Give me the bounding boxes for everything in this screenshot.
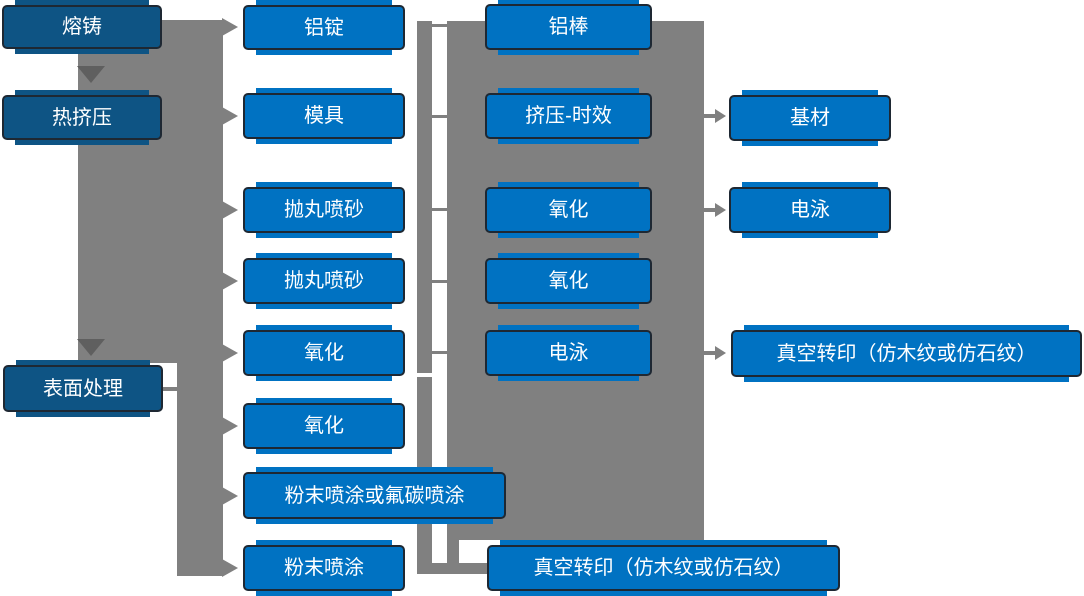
arrow-to-mold [222,107,238,125]
arrow-stub-to-base-material [704,114,715,118]
node-vacuum-transfer-print-2: 真空转印（仿木纹或仿石纹） [487,545,840,591]
arrow-to-shot-blasting-2 [222,272,238,290]
arrow-to-vacuum-transfer [715,346,726,360]
arrow-to-aluminum-ingot [222,18,238,36]
connector-tick-row1 [432,24,449,27]
node-mold: 模具 [243,93,405,139]
arrow-to-base-material [715,109,726,123]
arrow-to-oxidation-1 [222,344,238,362]
arrow-stub-to-vacuum-transfer [704,351,715,355]
node-electrophoresis-col4: 电泳 [729,187,891,233]
connector-tick-row3 [432,208,449,211]
connector-tick-row4 [432,280,449,283]
node-base-material: 基材 [729,95,891,141]
connector-stub-surface-treatment [161,387,179,391]
node-shot-blasting-1: 抛丸喷砂 [243,187,405,233]
node-aluminum-ingot: 铝锭 [243,5,405,50]
node-shot-blasting-2: 抛丸喷砂 [243,258,405,304]
arrow-to-electrophoresis [715,203,726,217]
node-oxidation-col3-2: 氧化 [485,258,652,304]
arrow-to-powder-coating [222,559,238,577]
node-surface-treatment: 表面处理 [3,365,163,412]
connector-tick-row5 [432,351,449,354]
connector-tick-row2 [432,115,449,118]
node-electrophoresis-col3: 电泳 [485,330,652,376]
node-powder-or-fluorocarbon-coating: 粉末喷涂或氟碳喷涂 [243,472,506,519]
connector-bar-surface-treatment [177,340,223,576]
node-vacuum-transfer-print-1: 真空转印（仿木纹或仿石纹） [731,330,1082,377]
node-aluminum-rod: 铝棒 [485,4,652,50]
arrow-to-shot-blasting-1 [222,201,238,219]
arrow-to-oxidation-2 [222,417,238,435]
node-oxidation-col2-1: 氧化 [243,330,405,376]
node-hot-extrusion: 热挤压 [2,95,162,140]
arrow-stub-to-electrophoresis [704,208,715,212]
node-powder-coating: 粉末喷涂 [243,545,405,591]
node-oxidation-col2-2: 氧化 [243,403,405,449]
arrow-down-to-surface-treatment [77,339,105,356]
connector-bottom-tick [417,563,487,574]
node-extrusion-aging: 挤压-时效 [485,93,652,139]
arrow-down-to-hot-extrusion [77,66,105,83]
node-oxidation-col3-1: 氧化 [485,187,652,233]
node-melting-casting: 熔铸 [2,5,162,49]
connector-bar-mid-upper [417,21,432,373]
arrow-to-powder-or-fluorocarbon [222,487,238,505]
